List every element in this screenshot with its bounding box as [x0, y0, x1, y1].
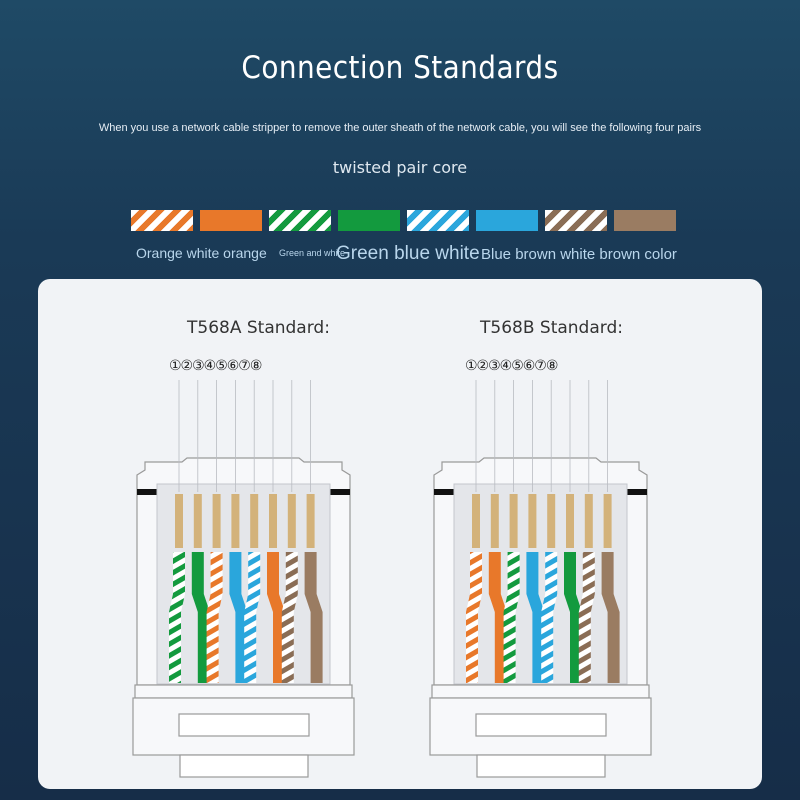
- t568b-connector: [429, 380, 652, 778]
- t568a-connector: [132, 380, 355, 778]
- wire-brown: [601, 552, 620, 683]
- swatch-blue-white: [407, 210, 469, 231]
- pin-contact: [509, 494, 518, 548]
- intro-text: When you use a network cable stripper to…: [98, 122, 702, 134]
- swatch-label-brown: Blue brown white brown color: [481, 246, 677, 263]
- swatch-green-white: [269, 210, 331, 231]
- page-title: Connection Standards: [241, 50, 559, 86]
- wire-green: [564, 552, 582, 683]
- pin-contact: [566, 494, 574, 548]
- pin-contact: [175, 494, 183, 548]
- t568b-title: T568B Standard:: [480, 318, 623, 338]
- wire-blue-white: [541, 552, 558, 683]
- wire-blue: [229, 552, 248, 683]
- wire-brown-white: [578, 552, 595, 683]
- wire-green-white: [169, 552, 185, 683]
- intro-subheading: twisted pair core: [332, 158, 468, 177]
- pin-contact: [250, 494, 259, 548]
- swatch-label-orange: Orange white orange: [136, 245, 267, 261]
- pin-contact: [603, 494, 612, 548]
- wire-orange-white: [206, 552, 223, 683]
- wire-orange: [488, 552, 507, 683]
- swatch-brown: [614, 210, 676, 231]
- t568a-pin-numbers: ①②③④⑤⑥⑦⑧: [169, 358, 262, 374]
- swatch-orange: [200, 210, 262, 231]
- swatch-label-blue: Green blue white: [336, 243, 480, 264]
- pin-contact: [584, 494, 593, 548]
- pin-contact: [490, 494, 499, 548]
- wire-orange-white: [466, 552, 482, 683]
- pin-contact: [547, 494, 556, 548]
- swatch-label-green: Green and white: [279, 248, 346, 258]
- swatch-green: [338, 210, 400, 231]
- swatch-blue: [476, 210, 538, 231]
- wire-blue: [526, 552, 545, 683]
- pin-contact: [306, 494, 315, 548]
- wire-green-white: [503, 552, 520, 683]
- pin-contact: [212, 494, 221, 548]
- swatch-orange-white: [131, 210, 193, 231]
- color-swatch-row: [131, 210, 676, 231]
- wire-orange: [267, 552, 285, 683]
- pin-contact: [528, 494, 537, 548]
- t568b-pin-numbers: ①②③④⑤⑥⑦⑧: [465, 358, 558, 374]
- wire-brown: [304, 552, 323, 683]
- wire-blue-white: [244, 552, 261, 683]
- pin-contact: [231, 494, 240, 548]
- wire-brown-white: [281, 552, 298, 683]
- wire-green: [191, 552, 210, 683]
- pin-contact: [193, 494, 202, 548]
- pin-contact: [287, 494, 296, 548]
- pin-contact: [269, 494, 277, 548]
- pin-contact: [472, 494, 480, 548]
- swatch-brown-white: [545, 210, 607, 231]
- t568a-title: T568A Standard:: [187, 318, 330, 338]
